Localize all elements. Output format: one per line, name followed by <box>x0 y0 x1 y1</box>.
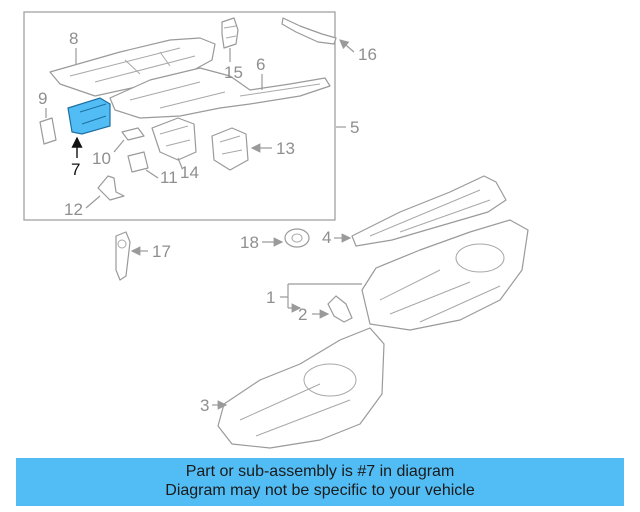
callout-3[interactable]: 3 <box>200 396 209 415</box>
part-14-bracket[interactable] <box>151 117 197 161</box>
part-6-inner-rail[interactable] <box>109 67 331 119</box>
leader-11 <box>145 169 159 179</box>
callout-8[interactable]: 8 <box>69 29 78 48</box>
part-11-block[interactable] <box>127 151 149 173</box>
callout-6[interactable]: 6 <box>256 55 265 74</box>
callout-18[interactable]: 18 <box>240 233 259 252</box>
part-18-grommet[interactable] <box>284 228 310 248</box>
callout-14[interactable]: 14 <box>180 163 199 182</box>
leader-16 <box>339 39 355 53</box>
callout-11[interactable]: 11 <box>160 168 178 187</box>
part-16-clip[interactable] <box>281 17 337 45</box>
callout-17[interactable]: 17 <box>152 242 171 261</box>
assembly-group-box <box>23 11 336 221</box>
callout-4[interactable]: 4 <box>322 228 331 247</box>
banner-line-2: Diagram may not be specific to your vehi… <box>165 482 475 499</box>
part-9-plate[interactable] <box>39 117 57 145</box>
part-8-rail[interactable] <box>49 37 216 97</box>
callout-15[interactable]: 15 <box>224 63 243 82</box>
part-4-upper-rail[interactable] <box>351 175 507 247</box>
part-12-bracket[interactable] <box>97 175 125 201</box>
part-15-grommet[interactable] <box>221 17 239 49</box>
callout-9[interactable]: 9 <box>38 89 47 108</box>
callout-12[interactable]: 12 <box>64 200 83 219</box>
part-17-strap[interactable] <box>115 231 131 281</box>
part-10-pad[interactable] <box>121 127 145 141</box>
callout-5[interactable]: 5 <box>350 118 359 137</box>
callout-1[interactable]: 1 <box>266 288 275 307</box>
part-7-highlighted[interactable] <box>67 97 111 135</box>
callout-16[interactable]: 16 <box>358 45 377 64</box>
leader-1 <box>280 283 362 308</box>
part-3-wheelhouse[interactable] <box>217 327 385 449</box>
leader-14 <box>177 157 183 169</box>
leader-10 <box>113 139 125 153</box>
part-2-bracket[interactable] <box>327 295 353 323</box>
part-13-mount[interactable] <box>211 127 249 171</box>
part-1-apron[interactable] <box>361 219 529 331</box>
info-banner: Part or sub-assembly is #7 in diagram Di… <box>16 458 624 506</box>
callout-13[interactable]: 13 <box>276 139 295 158</box>
leader-12 <box>85 195 101 209</box>
callout-7[interactable]: 7 <box>71 160 80 179</box>
banner-line-1: Part or sub-assembly is #7 in diagram <box>185 463 455 480</box>
callout-2[interactable]: 2 <box>298 305 307 324</box>
parts-diagram: 8 15 16 6 9 5 7 10 13 14 11 12 4 18 17 1… <box>23 11 529 449</box>
callout-10[interactable]: 10 <box>92 149 111 168</box>
